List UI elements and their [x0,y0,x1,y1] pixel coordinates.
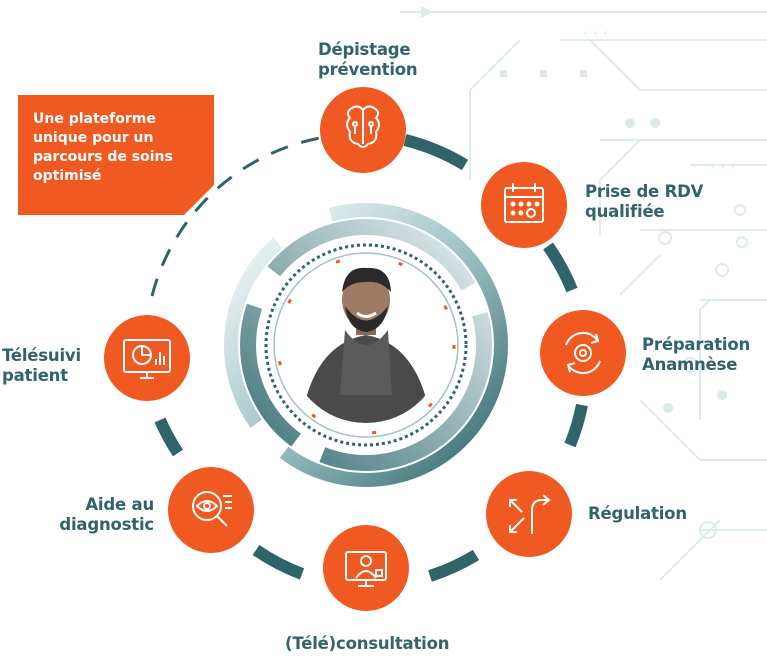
label-diagnostic: Aide au diagnostic [58,495,154,535]
label-preparation-line-1: Préparation [642,335,750,355]
node-diagnostic[interactable] [168,467,254,553]
svg-text:‹ ‹ ‹: ‹ ‹ ‹ [710,158,736,174]
callout-line-3: parcours de soins [33,148,203,167]
node-rdv[interactable] [481,162,567,248]
node-depistage[interactable] [320,87,406,173]
svg-text:‹ ‹ ‹: ‹ ‹ ‹ [583,26,609,42]
label-preparation-line-2: Anamnèse [642,355,750,375]
node-regulation[interactable] [486,471,572,557]
label-depistage-line-1: Dépistage [318,40,417,60]
label-telesuivi-line-1: Télésuivi [2,346,81,366]
label-depistage: Dépistage prévention [318,40,417,80]
label-diagnostic-line-1: Aide au [58,495,154,515]
background-circuit-pattern [400,7,767,580]
label-regulation: Régulation [588,504,687,524]
label-telesuivi: Télésuivi patient [2,346,81,386]
label-depistage-line-2: prévention [318,60,417,80]
callout-text: Une plateforme unique pour un parcours d… [33,110,203,186]
label-preparation: Préparation Anamnèse [642,335,750,375]
callout-line-1: Une plateforme [33,110,203,129]
label-rdv: Prise de RDV qualifiée [585,182,703,222]
node-preparation[interactable] [540,310,626,396]
label-teleconsultation-line-1: (Télé)consultation [285,634,449,654]
node-telesuivi[interactable] [104,315,190,401]
label-rdv-line-1: Prise de RDV [585,182,703,202]
label-rdv-line-2: qualifiée [585,202,703,222]
label-regulation-line-1: Régulation [588,504,687,524]
label-diagnostic-line-2: diagnostic [58,515,154,535]
label-telesuivi-line-2: patient [2,366,81,386]
label-teleconsultation: (Télé)consultation [285,634,449,654]
callout-line-2: unique pour un [33,129,203,148]
node-teleconsultation[interactable] [323,525,409,611]
callout-line-4: optimisé [33,167,203,186]
